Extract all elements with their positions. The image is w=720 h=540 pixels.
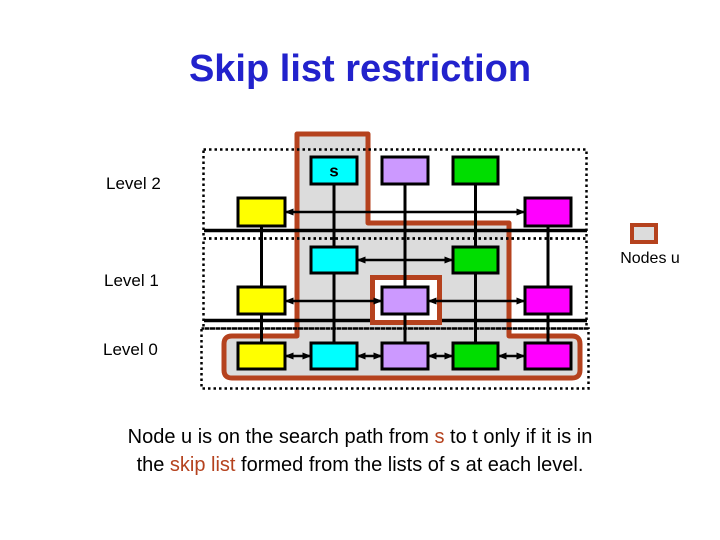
- node-box-cyan: [309, 155, 359, 186]
- level-0-dotted-box: [200, 327, 590, 390]
- level-2-label: Level 2: [106, 174, 161, 193]
- caption-line-2: the skip list formed from the lists of s…: [0, 451, 720, 479]
- search-path-region: [221, 131, 583, 381]
- page-title: Skip list restriction: [188, 48, 532, 90]
- node-box-cyan: [309, 341, 359, 371]
- caption-line-1: Node u is on the search path from s to t…: [0, 423, 720, 451]
- level-1-label: Level 1: [104, 271, 159, 290]
- node-box-magenta: [523, 341, 573, 371]
- node-box-green: [451, 155, 500, 186]
- node-box-magenta: [523, 285, 573, 316]
- node-box-green: [451, 245, 500, 275]
- caption-accent-s: s: [434, 426, 445, 448]
- nodes-u-legend-label: Nodes u: [620, 250, 680, 267]
- caption: Node u is on the search path from s to t…: [0, 423, 720, 479]
- caption-text: Node u is on the search path from: [127, 426, 435, 448]
- node-box-yellow: [236, 196, 287, 228]
- node-box-lavender: [380, 341, 430, 371]
- level-0-label: Level 0: [103, 340, 158, 359]
- node-box-yellow: [236, 285, 287, 316]
- s-node-label: s: [329, 162, 338, 181]
- nodes-u-legend-swatch: [630, 223, 658, 244]
- node-box-lavender: [380, 155, 430, 186]
- node-box-magenta: [523, 196, 573, 228]
- caption-text: to t only if it is in: [444, 426, 593, 448]
- node-box-yellow: [236, 341, 287, 371]
- caption-accent-skiplist: skip list: [169, 454, 236, 476]
- node-box-lavender: [380, 285, 430, 316]
- caption-text: the: [136, 454, 170, 476]
- node-box-cyan: [309, 245, 359, 275]
- caption-text: formed from the lists of s at each level…: [235, 454, 584, 476]
- node-box-green: [451, 341, 500, 371]
